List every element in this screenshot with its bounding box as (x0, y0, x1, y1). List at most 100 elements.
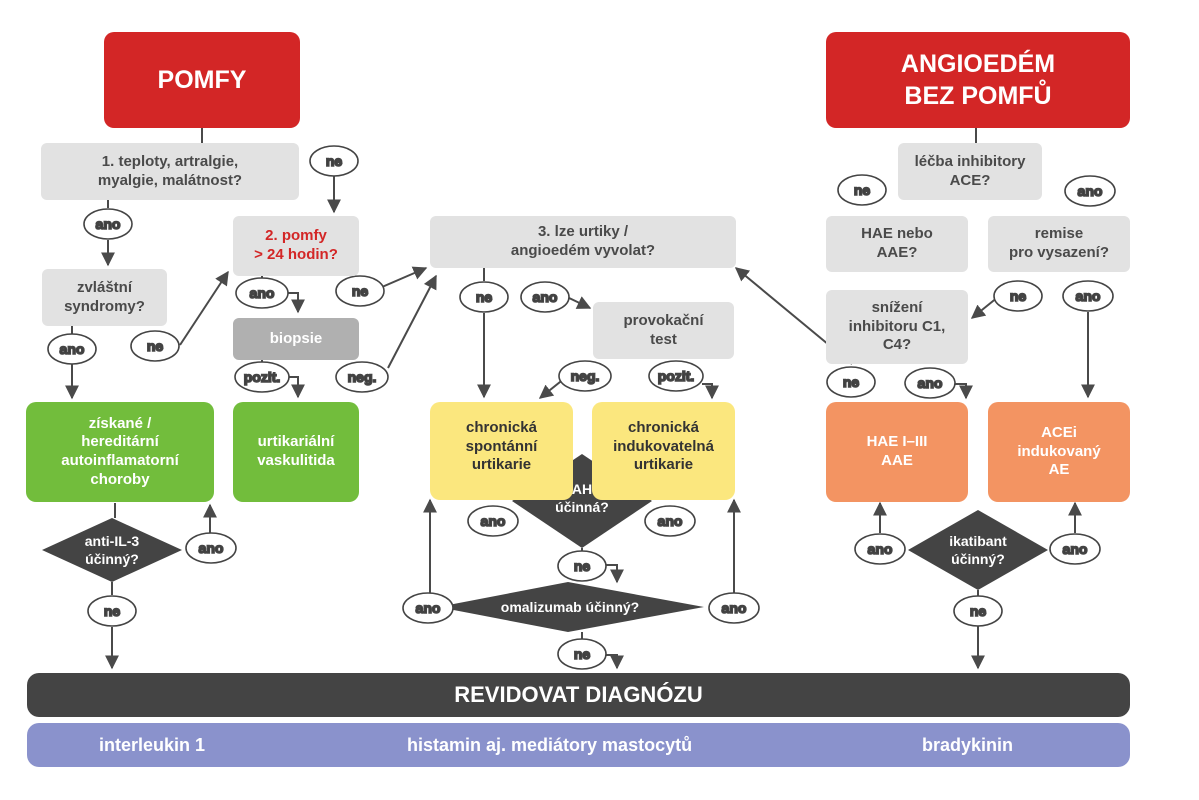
oval-ano: ano (83, 208, 133, 240)
label-histamin: histamin aj. mediátory mastocytů (407, 735, 693, 755)
node-csu: chronická spontánní urtikarie (430, 402, 573, 500)
svg-text:ano: ano (1078, 183, 1103, 199)
edge-ano-hae (955, 383, 973, 400)
svg-text:pozit.: pozit. (244, 369, 281, 385)
oval-ano: ano (185, 532, 237, 564)
svg-text:ano: ano (96, 216, 121, 232)
svg-text:ano: ano (722, 600, 747, 616)
svg-text:ano: ano (658, 513, 683, 529)
node-ace-q: léčba inhibitory ACE? (898, 143, 1042, 200)
oval-ne: ne (993, 280, 1043, 312)
mediator-bar: interleukin 1 histamin aj. mediátory mas… (27, 723, 1130, 767)
svg-text:ano: ano (533, 289, 558, 305)
oval-ano: ano (644, 505, 696, 537)
oval-ano: ano (235, 277, 289, 309)
svg-text:ano: ano (918, 375, 943, 391)
node-zvlastni: zvláštní syndromy? (42, 269, 167, 326)
oval-ne: ne (837, 174, 887, 206)
node-ciu: chronická indukovatelná urtikarie (592, 402, 735, 500)
oval-neg: neg. (335, 361, 389, 393)
oval-ano: ano (467, 505, 519, 537)
node-q2: 2. pomfy > 24 hodin? (233, 216, 359, 276)
edge-pozit-vaskulitida (288, 376, 305, 399)
svg-text:ano: ano (199, 540, 224, 556)
svg-text:ne: ne (574, 646, 591, 662)
svg-text:omalizumab účinný?: omalizumab účinný? (501, 599, 639, 615)
svg-text:ne: ne (476, 289, 493, 305)
oval-ne: ne (459, 281, 509, 313)
node-biopsie: biopsie (233, 318, 359, 360)
oval-ne: ne (309, 145, 359, 177)
svg-text:účinný?: účinný? (951, 551, 1005, 567)
node-pomfy: POMFY (104, 32, 300, 128)
oval-ne: ne (130, 330, 180, 362)
edge-ne-c1 (970, 296, 999, 319)
node-hae-q: HAE nebo AAE? (826, 216, 968, 272)
node-provokacni: provokační test (593, 302, 734, 359)
decision-ikatibant: ikatibant účinný? (908, 510, 1048, 590)
svg-text:ano: ano (416, 600, 441, 616)
svg-text:účinný?: účinný? (85, 551, 139, 567)
oval-ne: ne (557, 638, 607, 670)
svg-text:ne: ne (1010, 288, 1027, 304)
svg-text:ano: ano (481, 513, 506, 529)
edge-pozit-ciu (702, 383, 719, 400)
svg-text:ne: ne (104, 603, 121, 619)
node-q3: 3. lze urtiky / angioedém vyvolat? (430, 216, 736, 268)
node-vaskulitida: urtikariální vaskulitida (233, 402, 359, 502)
decision-anti-il3: anti-IL-3 účinný? (42, 518, 182, 582)
oval-ano: ano (1049, 533, 1101, 565)
svg-text:účinná?: účinná? (555, 499, 609, 515)
oval-ano: ano (854, 533, 906, 565)
oval-ano: ano (520, 281, 570, 313)
oval-ne: ne (87, 595, 137, 627)
oval-ne: ne (557, 550, 607, 582)
oval-ne: ne (335, 275, 385, 307)
svg-text:AH: AH (572, 481, 592, 497)
svg-text:neg.: neg. (571, 368, 600, 384)
oval-neg: neg. (558, 360, 612, 392)
edge-ano-biopsie (288, 292, 305, 314)
oval-pozit: pozit. (648, 360, 704, 392)
oval-ano: ano (1062, 280, 1114, 312)
oval-ne: ne (826, 366, 876, 398)
svg-text:ano: ano (250, 285, 275, 301)
oval-ano: ano (904, 367, 956, 399)
svg-text:ne: ne (147, 338, 164, 354)
node-c1-q: snížení inhibitoru C1, C4? (826, 290, 968, 364)
node-hae: HAE I–III AAE (826, 402, 968, 502)
oval-ne: ne (953, 595, 1003, 627)
label-bradykinin: bradykinin (922, 735, 1014, 755)
edge-ne-omalizumab (605, 564, 624, 584)
oval-ano: ano (402, 592, 454, 624)
svg-text:ne: ne (574, 558, 591, 574)
oval-ano: ano (708, 592, 760, 624)
svg-text:ne: ne (854, 182, 871, 198)
node-angioedem: ANGIOEDÉM BEZ POMFŮ (826, 32, 1130, 128)
svg-text:anti-IL-3: anti-IL-3 (85, 533, 140, 549)
edge-neg-q3 (387, 274, 437, 369)
svg-text:ano: ano (60, 341, 85, 357)
decision-omalizumab: omalizumab účinný? (438, 582, 704, 632)
svg-text:ano: ano (1063, 541, 1088, 557)
svg-text:ne: ne (970, 603, 987, 619)
node-ziskane: získané / hereditární autoinflamatorní c… (26, 402, 214, 502)
edge-ne-revidovat-mid (605, 654, 624, 670)
edge-ne-to-q2 (179, 270, 229, 346)
svg-text:ikatibant: ikatibant (949, 533, 1007, 549)
svg-text:neg.: neg. (348, 369, 377, 385)
node-q1: 1. teploty, artralgie, myalgie, malátnos… (41, 143, 299, 200)
svg-text:ne: ne (843, 374, 860, 390)
oval-ano: ano (1064, 175, 1116, 207)
svg-text:ne: ne (326, 153, 343, 169)
revidovat-diagnozu-bar: REVIDOVAT DIAGNÓZU (27, 673, 1130, 717)
node-remise-q: remise pro vysazení? (988, 216, 1130, 272)
oval-ano: ano (47, 333, 97, 365)
node-acei: ACEi indukovaný AE (988, 402, 1130, 502)
svg-text:ano: ano (1076, 288, 1101, 304)
svg-text:pozit.: pozit. (658, 368, 695, 384)
oval-pozit: pozit. (234, 361, 290, 393)
svg-text:ne: ne (352, 283, 369, 299)
edge-ano-provokacni (566, 296, 592, 309)
